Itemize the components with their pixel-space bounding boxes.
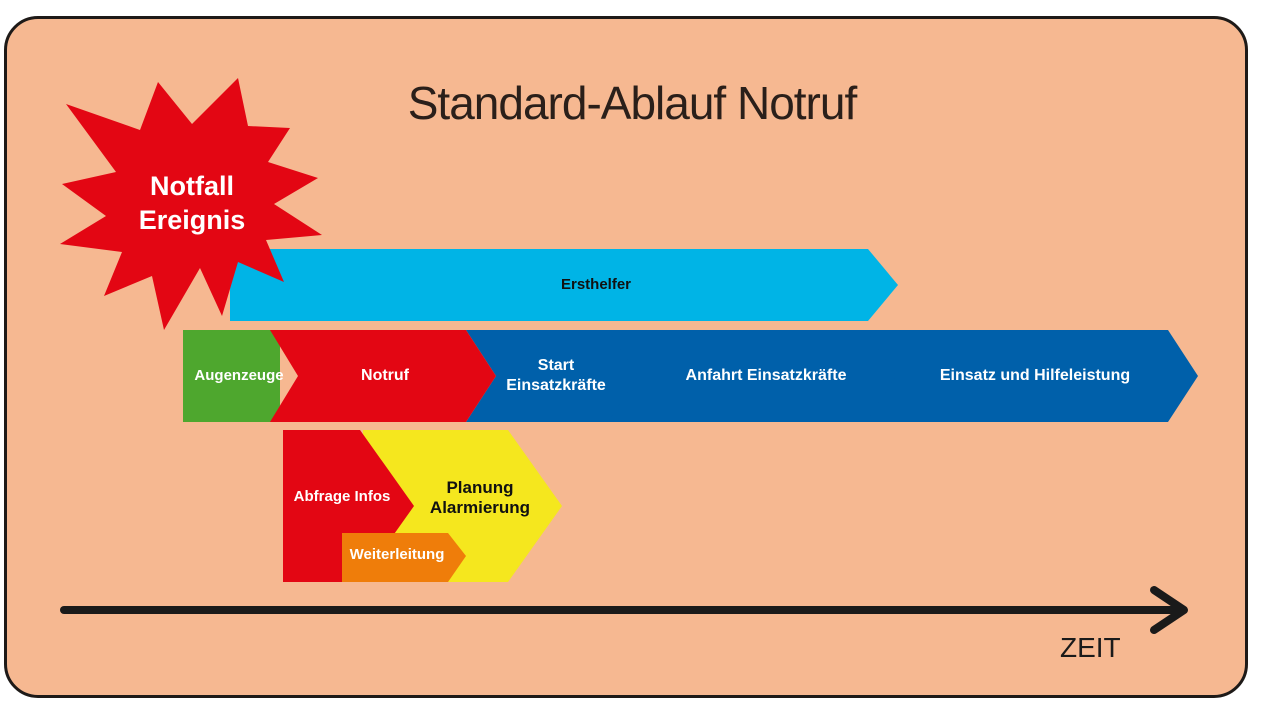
weiterleitung-label: Weiterleitung (349, 546, 445, 563)
notfall-label: Notfall (149, 171, 234, 201)
einsatz-arrow (864, 330, 1198, 422)
notfall-star (60, 78, 322, 330)
planung-alarmierung-label: Planung Alarmierung (430, 478, 530, 518)
ereignis-label: Ereignis (138, 205, 246, 235)
anfahrt-arrow (606, 330, 896, 422)
einsatz-label: Einsatz und Hilfeleistung (939, 367, 1131, 384)
planung-label: Planung (446, 478, 514, 497)
start-label: Start (537, 357, 575, 374)
ersthelfer-label: Ersthelfer (560, 276, 632, 293)
start-einsatzkraefte-arrow (466, 330, 638, 422)
time-axis-arrowhead (1150, 586, 1188, 634)
alarmierung-label: Alarmierung (429, 498, 531, 517)
notruf-arrow (270, 330, 496, 422)
zeit-axis-label: ZEIT (1060, 632, 1121, 663)
notruf-label: Notruf (361, 367, 409, 384)
weiterleitung-arrow (342, 533, 466, 582)
ersthelfer-arrow (230, 249, 898, 321)
diagram-title: Standard-Ablauf Notruf (407, 77, 857, 129)
start-einsatzkraefte-label: Start Einsatzkräfte (506, 356, 606, 396)
abfrage-label: Abfrage Infos (293, 488, 391, 505)
augenzeuge-box (183, 330, 280, 422)
augenzeuge-label: Augenzeuge (194, 367, 284, 384)
einsatzkraefte-label: Einsatzkräfte (506, 377, 606, 394)
notfall-ereignis-label: Notfall Ereignis (139, 169, 246, 237)
anfahrt-label: Anfahrt Einsatzkräfte (685, 367, 847, 384)
